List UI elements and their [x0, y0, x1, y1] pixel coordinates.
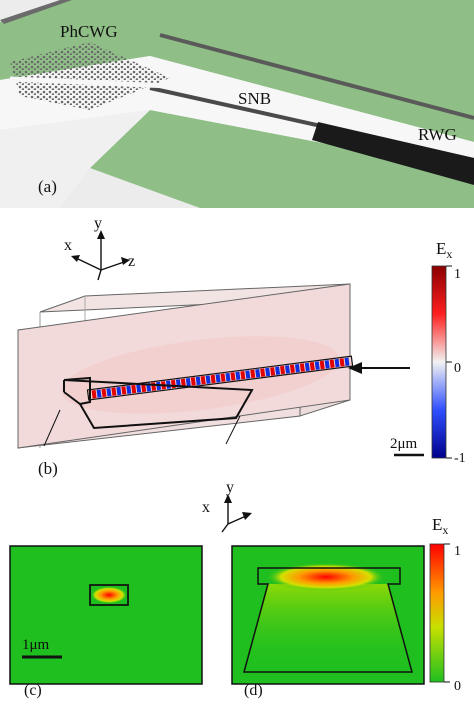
- field-stripe: [260, 368, 266, 377]
- field-stripe: [289, 364, 295, 374]
- field-stripe: [304, 362, 310, 372]
- panel-a-label: (a): [38, 177, 57, 196]
- axis-label-x-cd: x: [202, 499, 210, 516]
- field-stripe: [334, 358, 340, 368]
- axis-label-y-b: y: [94, 215, 102, 232]
- scalebar-cd-text: 1μm: [22, 637, 50, 653]
- panel-b-label: (b): [38, 459, 58, 478]
- phc-line-defect: [9, 76, 171, 89]
- label-snb: SNB: [238, 89, 271, 108]
- field-stripe: [240, 370, 246, 380]
- field-stripe: [235, 371, 241, 381]
- panel-b: y x z: [17, 215, 466, 478]
- colorbar-cd-tick-zero: 0: [454, 679, 461, 694]
- field-stripe: [294, 363, 300, 373]
- panel-a: PhCWG SNB RWG (a): [0, 0, 474, 208]
- field-stripe: [220, 373, 226, 382]
- waveguide-field: [86, 355, 354, 401]
- panel-d-waveguide-outline: [243, 567, 413, 673]
- axis-label-y-cd: y: [226, 479, 234, 496]
- outline-left-diag: [63, 391, 81, 405]
- colorbar-b: [431, 265, 447, 459]
- panel-d-label: (d): [244, 682, 263, 699]
- top-edge-rim: [0, 0, 72, 24]
- field-stripe: [319, 360, 325, 370]
- field-stripe: [270, 367, 276, 376]
- field-stripe: [285, 365, 290, 374]
- field-stripe: [101, 388, 107, 398]
- colorbar-b-tick-min: -1: [454, 451, 466, 466]
- field-stripe: [314, 361, 320, 370]
- colorbar-cd-tick-max: 1: [454, 544, 461, 559]
- axes-indicator-b: [71, 230, 130, 281]
- label-rwg: RWG: [418, 125, 457, 144]
- field-stripe: [111, 387, 117, 396]
- field-stripe: [324, 360, 330, 369]
- field-stripe: [121, 386, 127, 395]
- field-stripe: [106, 388, 112, 397]
- colorbar-b-tick-max: 1: [454, 267, 461, 282]
- colorbar-b-tick-zero: 0: [454, 361, 461, 376]
- field-stripe: [329, 359, 335, 368]
- field-stripe: [116, 386, 122, 396]
- lower-green-slab: [90, 110, 474, 208]
- field-stripe: [230, 372, 236, 381]
- field-stripe: [185, 377, 191, 387]
- axes-indicator-cd: [221, 494, 252, 533]
- field-stripe: [299, 363, 305, 372]
- label-phcwg: PhCWG: [60, 22, 118, 41]
- upper-slab-edge: [159, 33, 474, 120]
- field-stripe: [180, 378, 186, 388]
- phc-hole-array: [10, 42, 170, 110]
- field-stripe: [280, 365, 286, 375]
- panel-c-field: [9, 545, 203, 685]
- panel-c-label: (c): [24, 682, 42, 699]
- field-stripe: [225, 372, 231, 382]
- colorbar-cd: [429, 543, 445, 683]
- field-stripe: [309, 362, 315, 371]
- colorbar-cd-title: Ex: [432, 515, 448, 537]
- field-stripe: [96, 389, 102, 398]
- field-stripe: [200, 376, 206, 385]
- field-stripe: [265, 367, 271, 377]
- field-stripe: [190, 377, 196, 386]
- substrate-region: [0, 110, 150, 208]
- field-stripe: [126, 385, 132, 395]
- axis-label-x-b: x: [64, 237, 72, 254]
- field-stripe: [136, 384, 142, 393]
- snb-cross-section-outline: [63, 376, 254, 430]
- field-stripe: [255, 369, 261, 378]
- field-stripe: [205, 375, 211, 384]
- outline-leader-right: [225, 415, 241, 445]
- field-stripe: [210, 374, 216, 384]
- field-stripe: [275, 366, 281, 375]
- field-stripe: [250, 369, 256, 379]
- outline-leader-left: [43, 409, 61, 447]
- panel-d-mode: [266, 563, 386, 591]
- field-stripe: [215, 374, 221, 383]
- field-stripe: [245, 370, 251, 379]
- field-stripe: [344, 357, 350, 367]
- panel-cd: y x 1μm (c) (d) Ex 1 0: [9, 479, 461, 699]
- axis-label-z-b: z: [128, 253, 135, 270]
- panel-d-tail-glow: [244, 584, 412, 672]
- field-stripe: [91, 390, 97, 399]
- scalebar-b-text: 2μm: [390, 436, 418, 452]
- colorbar-b-title: Ex: [436, 239, 452, 261]
- field-stripes: [91, 357, 350, 399]
- upper-green-slab: [0, 0, 474, 142]
- ridge-waveguide: [312, 122, 474, 185]
- field-stripe: [339, 358, 345, 367]
- input-arrow: [348, 362, 410, 374]
- field-stripe: [141, 383, 147, 393]
- panel-c-mode: [92, 587, 126, 603]
- field-stripe: [195, 376, 201, 386]
- field-stripe: [131, 384, 137, 394]
